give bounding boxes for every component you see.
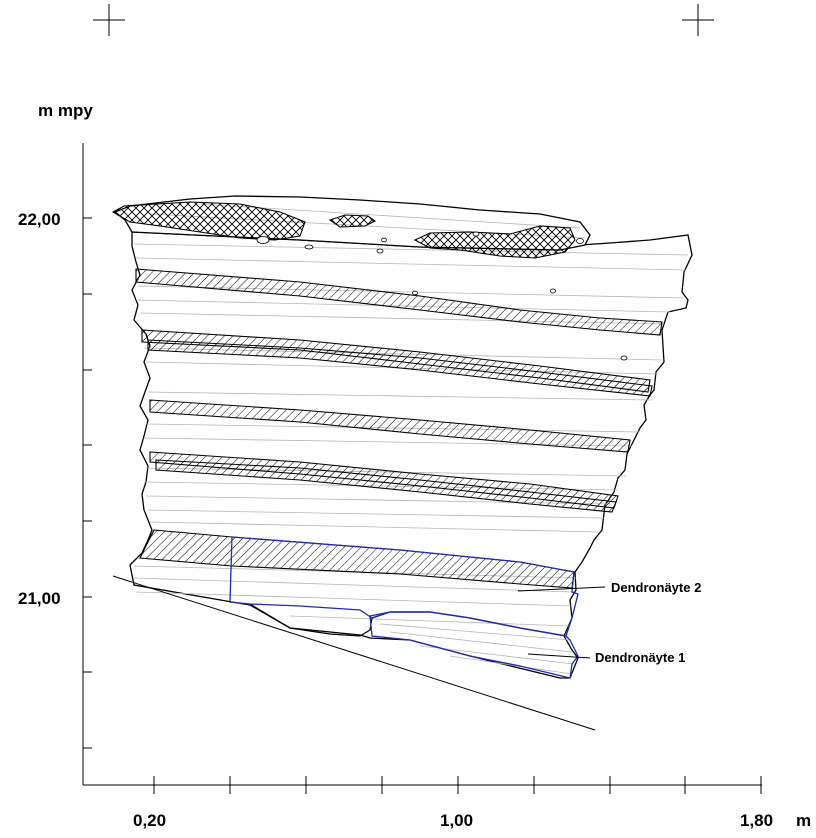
callout-line-sample-2 bbox=[517, 586, 606, 592]
callout-line-sample-1 bbox=[527, 653, 591, 659]
x-axis bbox=[83, 776, 762, 794]
callout-label-sample-2: Dendronäyte 2 bbox=[611, 580, 701, 595]
x-tick-label-020: 0,20 bbox=[133, 811, 166, 830]
x-tick-label-180: 1,80 bbox=[740, 811, 773, 830]
y-axis bbox=[82, 143, 92, 785]
hatched-band-1 bbox=[135, 268, 663, 336]
y-tick-label-22: 22,00 bbox=[18, 210, 61, 229]
hatched-bands bbox=[135, 268, 663, 589]
y-axis-unit-label: m mpy bbox=[38, 101, 93, 120]
hatched-band-4 bbox=[149, 399, 631, 453]
dendro-sample-1-outline bbox=[369, 611, 579, 679]
trench-base-line bbox=[112, 575, 596, 731]
hatched-band-6 bbox=[155, 459, 617, 513]
x-axis-unit-label: m bbox=[796, 811, 811, 830]
registration-cross-right bbox=[682, 4, 714, 36]
callout-label-sample-1: Dendronäyte 1 bbox=[595, 650, 685, 665]
y-tick-label-21: 21,00 bbox=[18, 589, 61, 608]
pebbles bbox=[256, 231, 628, 361]
hatched-lens-left bbox=[111, 201, 306, 241]
hatched-lens-right bbox=[413, 225, 576, 259]
x-tick-label-100: 1,00 bbox=[440, 811, 473, 830]
hatched-lens-middle bbox=[328, 214, 377, 228]
registration-cross-left bbox=[93, 4, 125, 36]
hatched-band-3 bbox=[147, 339, 653, 397]
